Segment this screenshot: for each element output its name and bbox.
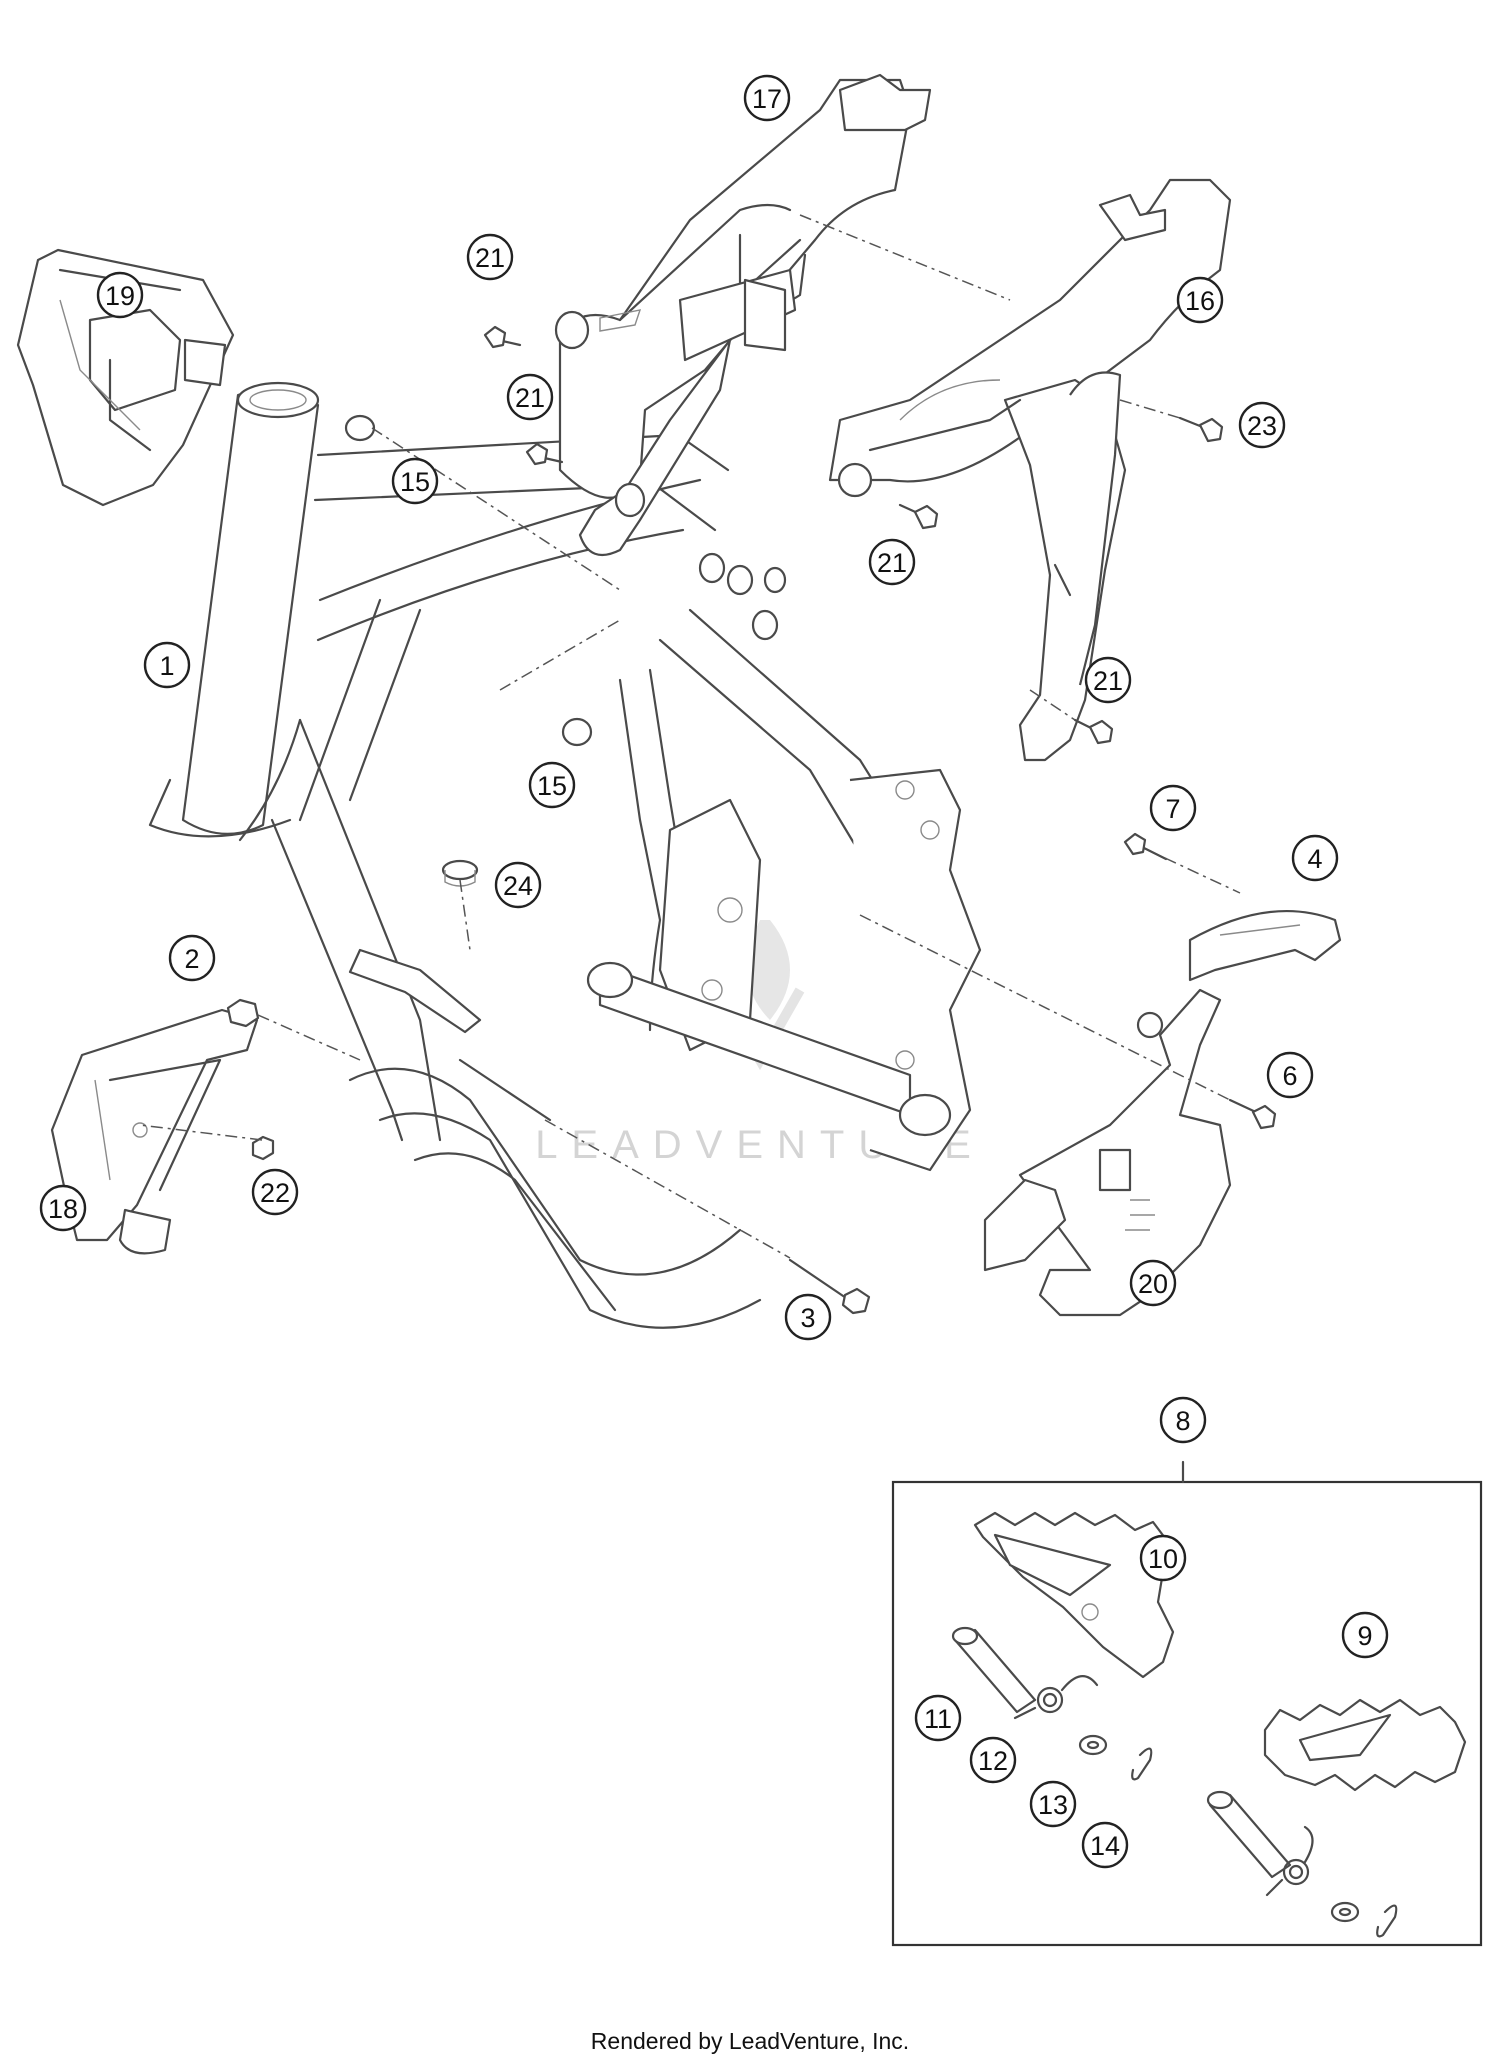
svg-text:12: 12 (978, 1746, 1008, 1776)
svg-text:17: 17 (752, 84, 782, 114)
cover-part-18 (50, 1008, 259, 1255)
kit-hardware (951, 1626, 1398, 1938)
callout-24: 24 (494, 861, 542, 909)
subframe-upper (554, 73, 932, 557)
callout-13: 13 (1029, 1780, 1077, 1828)
callout-21a: 21 (466, 233, 514, 281)
callouts: 1 2 3 4 6 7 8 9 10 11 12 13 14 15 15 16 … (39, 74, 1389, 1869)
plate-part-20 (983, 988, 1232, 1317)
svg-text:11: 11 (924, 1704, 952, 1734)
svg-text:6: 6 (1282, 1061, 1297, 1091)
callout-14: 14 (1081, 1821, 1129, 1869)
callout-15b: 15 (528, 761, 576, 809)
callout-9: 9 (1341, 1611, 1389, 1659)
callout-3: 3 (784, 1293, 832, 1341)
callout-21c: 21 (868, 538, 916, 586)
callout-20: 20 (1129, 1259, 1177, 1307)
svg-text:2: 2 (184, 944, 199, 974)
svg-text:13: 13 (1038, 1790, 1068, 1820)
frame (148, 381, 982, 1329)
leader-lines (139, 214, 1241, 1259)
svg-text:21: 21 (515, 383, 545, 413)
callout-1: 1 (143, 641, 191, 689)
svg-text:21: 21 (475, 243, 505, 273)
callout-18: 18 (39, 1184, 87, 1232)
svg-text:15: 15 (400, 467, 430, 497)
kit-box (891, 1460, 1483, 1947)
svg-text:24: 24 (503, 871, 533, 901)
svg-text:3: 3 (800, 1303, 815, 1333)
subframe-rear (828, 178, 1232, 762)
svg-text:8: 8 (1175, 1406, 1190, 1436)
callout-7: 7 (1149, 784, 1197, 832)
svg-text:1: 1 (159, 651, 174, 681)
svg-text:15: 15 (537, 771, 567, 801)
callout-22: 22 (251, 1168, 299, 1216)
callout-2: 2 (168, 934, 216, 982)
footer-credit: Rendered by LeadVenture, Inc. (590, 2028, 910, 2054)
callout-19: 19 (96, 271, 144, 319)
svg-text:21: 21 (1093, 666, 1123, 696)
callout-15a: 15 (391, 457, 439, 505)
callout-11: 11 (914, 1694, 962, 1742)
callout-8: 8 (1159, 1396, 1207, 1444)
svg-text:14: 14 (1090, 1831, 1120, 1861)
svg-text:4: 4 (1307, 844, 1322, 874)
svg-text:18: 18 (48, 1194, 78, 1224)
callout-23: 23 (1238, 401, 1286, 449)
callout-17: 17 (743, 74, 791, 122)
callout-4: 4 (1291, 834, 1339, 882)
callout-21d: 21 (1084, 656, 1132, 704)
svg-text:10: 10 (1148, 1544, 1178, 1574)
callout-10: 10 (1139, 1534, 1187, 1582)
callout-16: 16 (1176, 276, 1224, 324)
hardware (226, 325, 1277, 1315)
svg-text:20: 20 (1138, 1269, 1168, 1299)
cover-part-19 (16, 248, 235, 507)
callout-21b: 21 (506, 373, 554, 421)
callout-12: 12 (969, 1736, 1017, 1784)
svg-text:9: 9 (1357, 1621, 1372, 1651)
svg-text:19: 19 (105, 281, 135, 311)
guide-part-4 (1188, 910, 1342, 982)
footpeg-part-10 (973, 1511, 1175, 1679)
svg-text:21: 21 (877, 548, 907, 578)
svg-text:7: 7 (1165, 794, 1180, 824)
svg-text:16: 16 (1185, 286, 1215, 316)
svg-text:23: 23 (1247, 411, 1277, 441)
callout-6: 6 (1266, 1051, 1314, 1099)
footpeg-part-9 (1263, 1698, 1467, 1792)
svg-text:22: 22 (260, 1178, 290, 1208)
